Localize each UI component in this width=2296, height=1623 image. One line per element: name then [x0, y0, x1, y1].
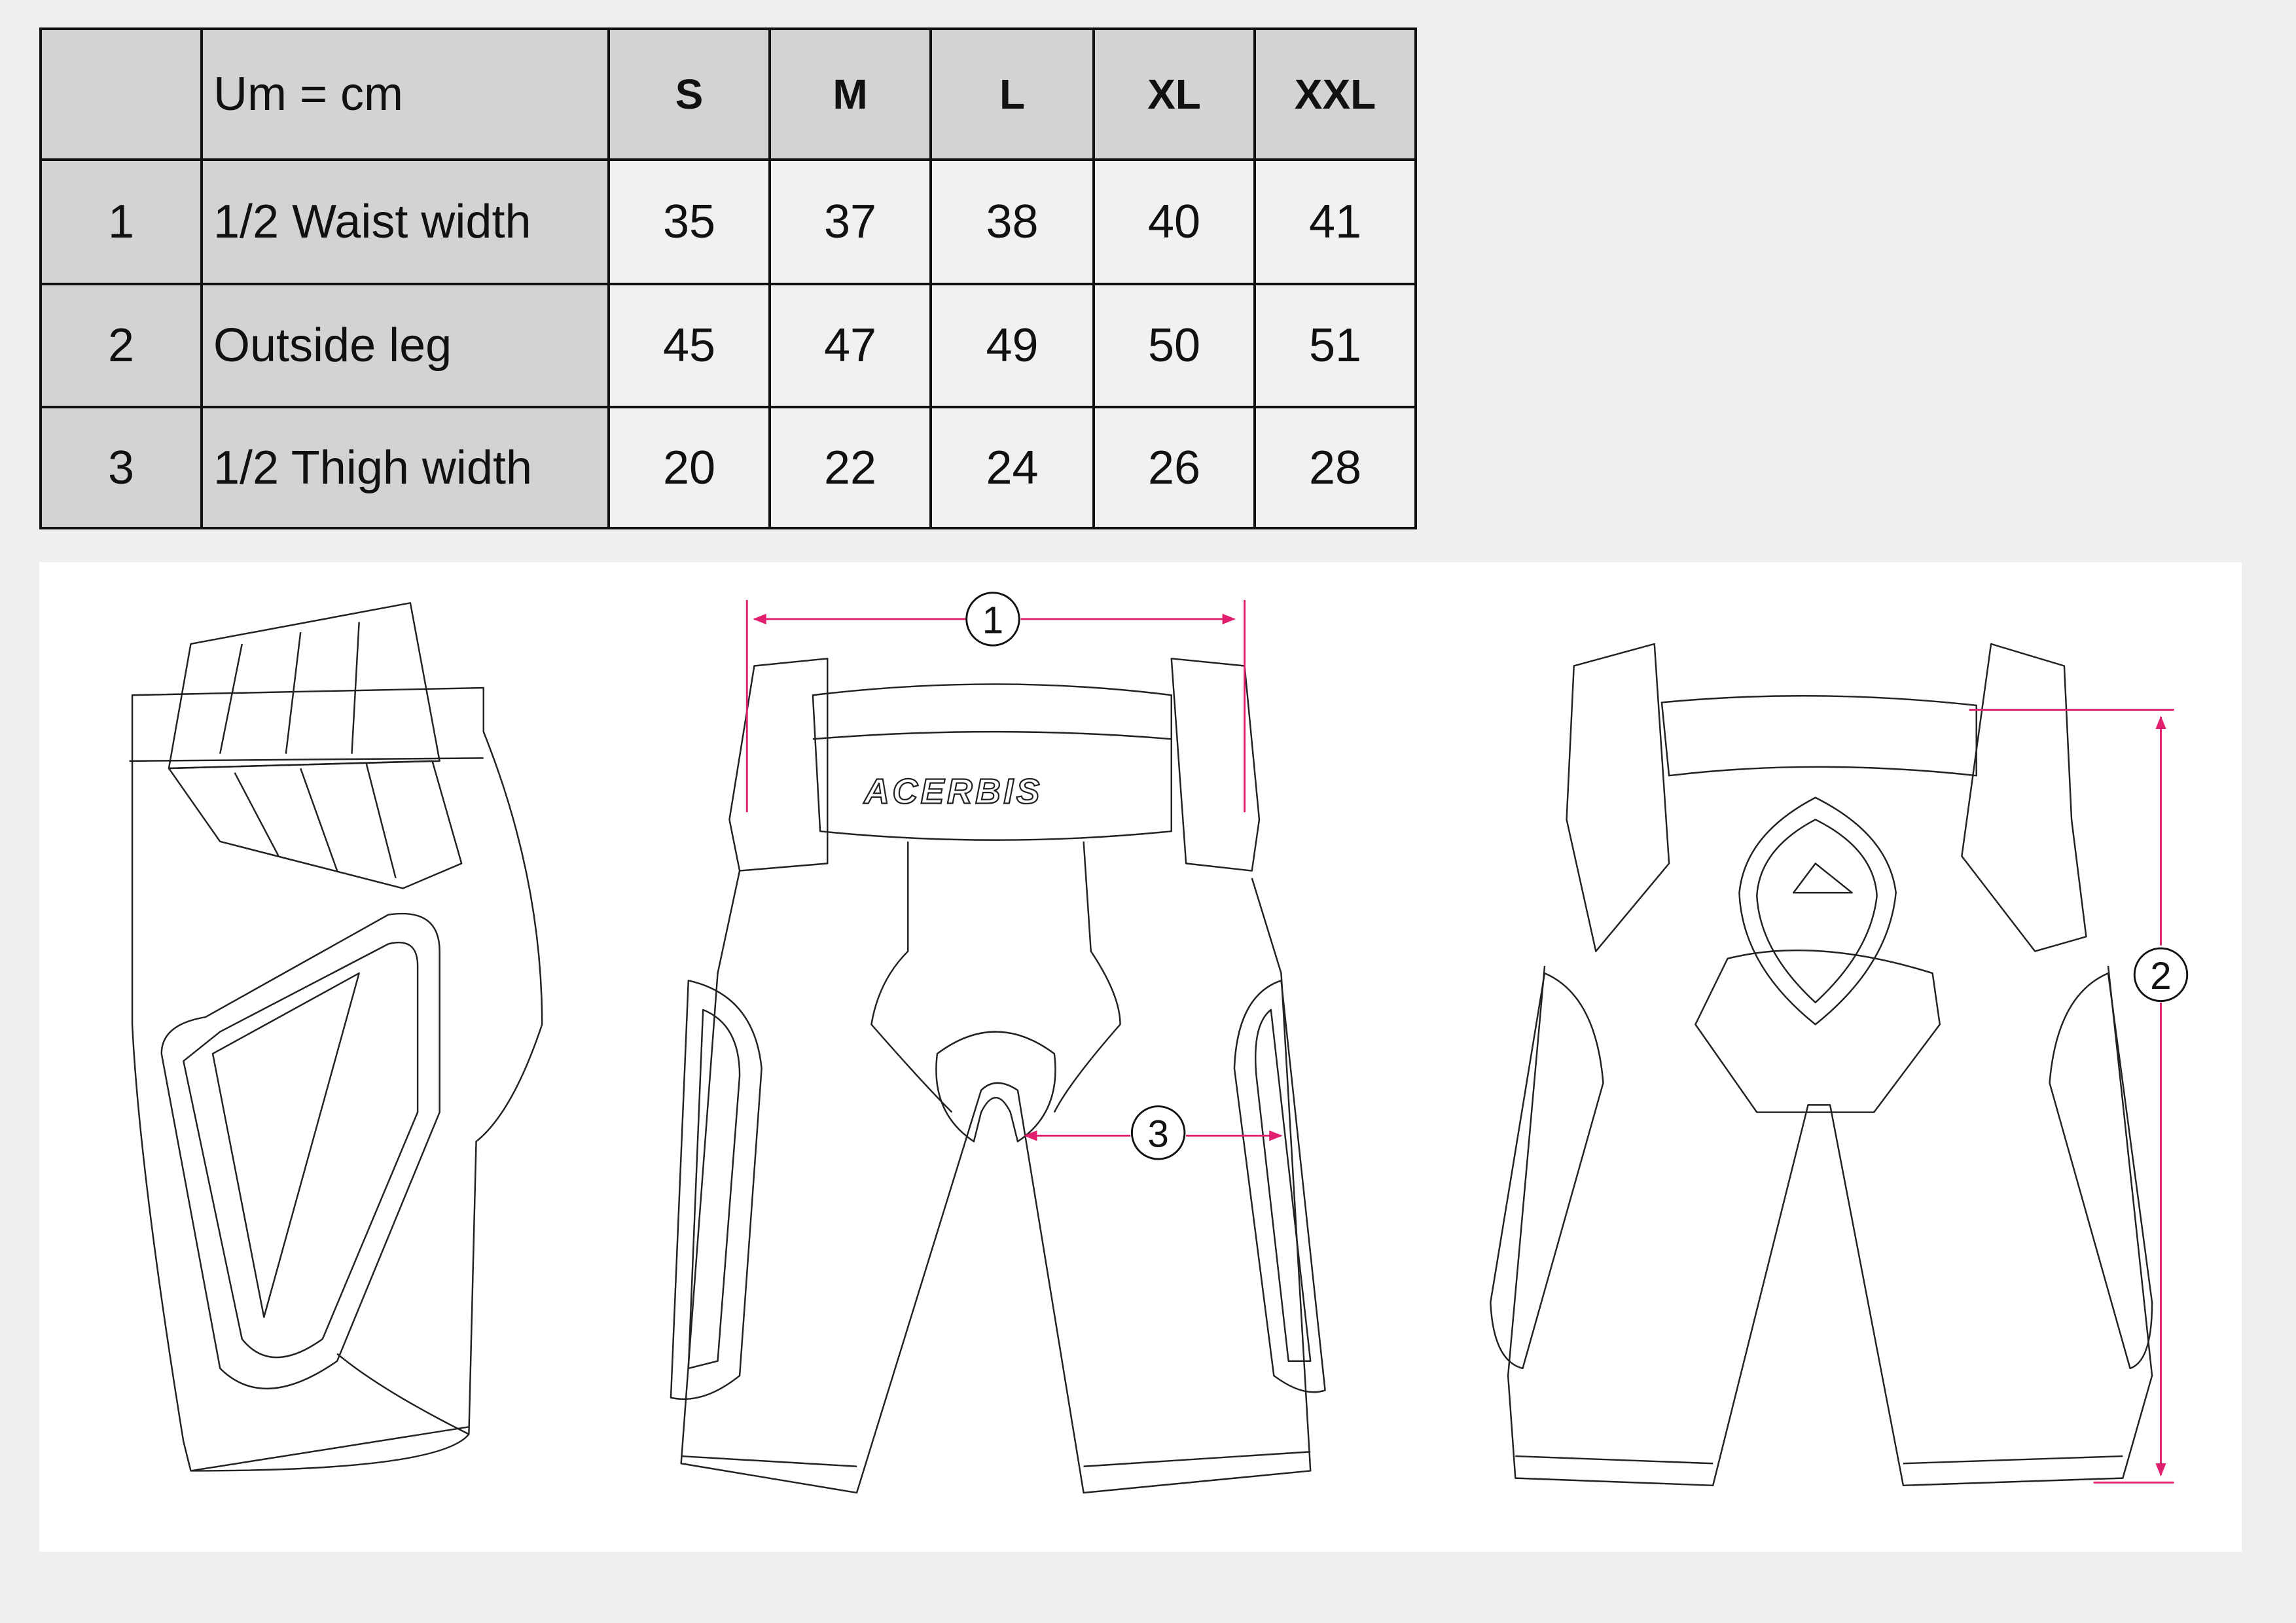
value-cell: 51	[1253, 283, 1417, 408]
value-cell: 41	[1253, 158, 1417, 285]
table-row: 2 Outside leg 45 47 49 50 51	[39, 283, 1417, 408]
size-header-s: S	[607, 27, 771, 161]
table-row: 3 1/2 Thigh width 20 22 24 26 28	[39, 406, 1417, 529]
value-cell: 37	[768, 158, 932, 285]
marker-2-label: 2	[2150, 955, 2171, 997]
shorts-back-view	[1490, 643, 2153, 1487]
size-header-xl: XL	[1092, 27, 1256, 161]
marker-3-label: 3	[1147, 1113, 1168, 1156]
value-cell: 26	[1092, 406, 1256, 529]
marker-circle-1	[965, 592, 1020, 647]
size-chart-table: Um = cm S M L XL XXL 1 1/2 Waist width 3…	[39, 27, 1417, 529]
value-cell: 35	[607, 158, 771, 285]
marker-circle-2	[2133, 947, 2189, 1003]
value-cell: 24	[929, 406, 1095, 529]
outside-leg-dimension: 2	[1969, 709, 2189, 1484]
row-label: Outside leg	[200, 283, 610, 408]
table-row: 1 1/2 Waist width 35 37 38 40 41	[39, 158, 1417, 285]
thigh-dimension: 3	[1024, 1105, 1283, 1160]
size-header-l: L	[929, 27, 1095, 161]
row-label: 1/2 Waist width	[200, 158, 610, 285]
value-cell: 22	[768, 406, 932, 529]
row-label: 1/2 Thigh width	[200, 406, 610, 529]
value-cell: 50	[1092, 283, 1256, 408]
shorts-front-view: ACERBIS	[670, 658, 1326, 1494]
illustration-panel	[39, 562, 2242, 1552]
value-cell: 38	[929, 158, 1095, 285]
value-cell: 28	[1253, 406, 1417, 529]
value-cell: 49	[929, 283, 1095, 408]
value-cell: 40	[1092, 158, 1256, 285]
size-header-xxl: XXL	[1253, 27, 1417, 161]
acerbis-logo: ACERBIS	[863, 772, 1043, 812]
waist-dimension: 1	[745, 592, 1246, 813]
marker-1-label: 1	[982, 599, 1003, 642]
row-index: 1	[39, 158, 203, 285]
unit-label: Um = cm	[200, 27, 610, 161]
header-row: Um = cm S M L XL XXL	[39, 27, 1417, 161]
value-cell: 45	[607, 283, 771, 408]
marker-circle-3	[1130, 1105, 1186, 1160]
corner-cell	[39, 27, 203, 161]
value-cell: 47	[768, 283, 932, 408]
size-header-m: M	[768, 27, 932, 161]
row-index: 3	[39, 406, 203, 529]
row-index: 2	[39, 283, 203, 408]
value-cell: 20	[607, 406, 771, 529]
shorts-side-view	[129, 602, 543, 1472]
